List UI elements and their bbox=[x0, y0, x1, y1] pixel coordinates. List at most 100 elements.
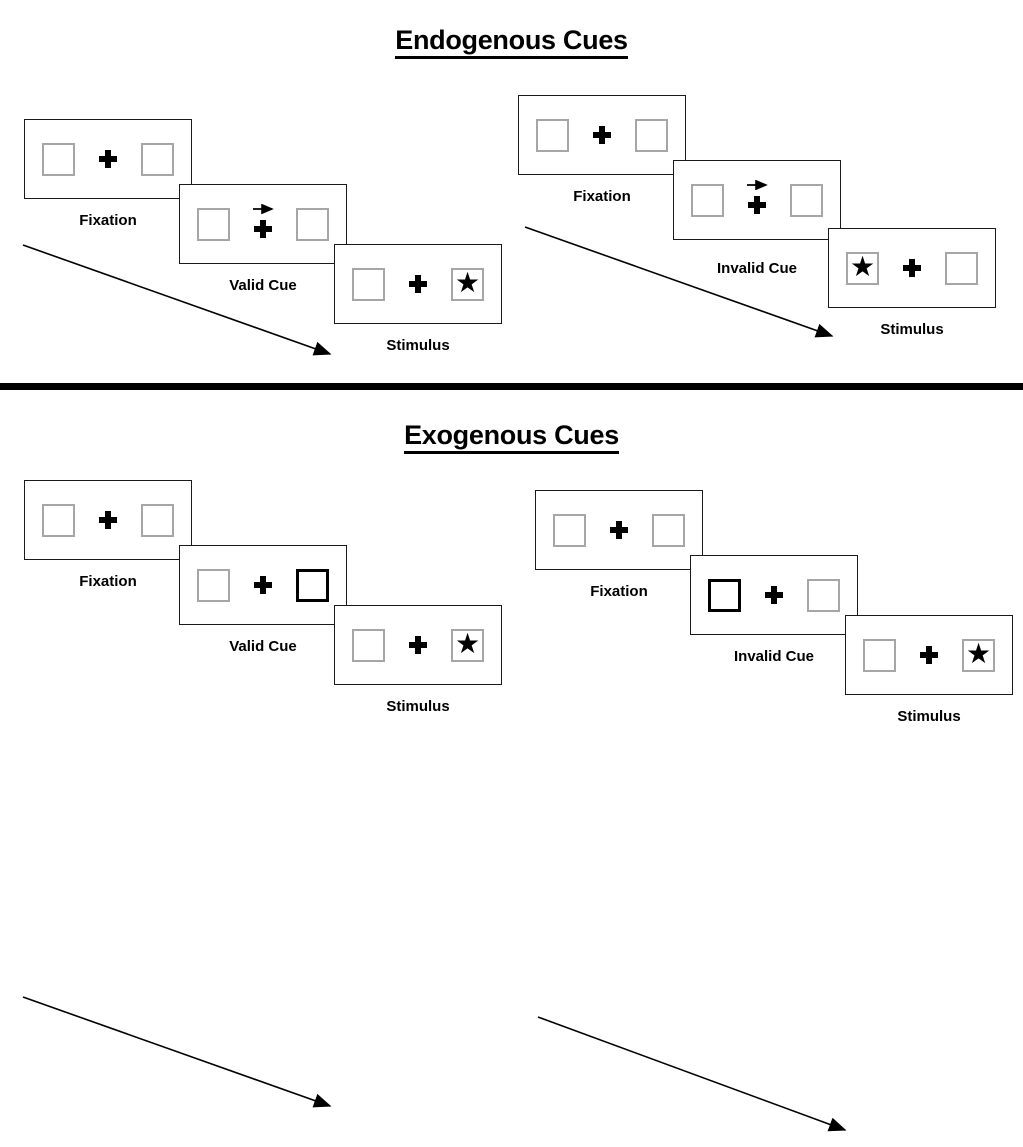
panel-content bbox=[536, 491, 702, 569]
stimulus-box-left bbox=[42, 142, 75, 176]
stimulus-box-left bbox=[691, 183, 724, 217]
stimulus-box-right-cued bbox=[296, 568, 329, 602]
section-endogenous: Endogenous Cues bbox=[0, 0, 1023, 388]
section-title-endogenous: Endogenous Cues bbox=[0, 25, 1023, 59]
stimulus-box-right: ★ bbox=[962, 638, 995, 672]
panel-label-stimulus: Stimulus bbox=[880, 321, 944, 338]
panel-valid-cue[interactable] bbox=[179, 545, 347, 625]
fixation-cross-icon bbox=[409, 275, 427, 293]
star-icon-right: ★ bbox=[454, 267, 481, 298]
stimulus-box-right bbox=[945, 251, 978, 285]
stimulus-box-right bbox=[296, 207, 329, 241]
panel-label-invalid-cue: Invalid Cue bbox=[733, 648, 815, 665]
stimulus-box-left bbox=[42, 503, 75, 537]
panel-stimulus[interactable]: ★ bbox=[334, 605, 502, 685]
center-mark bbox=[95, 139, 121, 179]
section-divider bbox=[0, 383, 1023, 390]
sequence-progression-arrow bbox=[537, 1016, 847, 1132]
panel-content: ★ bbox=[829, 229, 995, 307]
star-icon-left: ★ bbox=[849, 251, 876, 282]
panel-label-fixation: Fixation bbox=[573, 188, 631, 205]
panel-fixation[interactable] bbox=[535, 490, 703, 570]
panel-content bbox=[180, 546, 346, 624]
stimulus-box-left bbox=[863, 638, 896, 672]
panel-stimulus[interactable]: ★ bbox=[334, 244, 502, 324]
center-mark bbox=[589, 115, 615, 155]
fixation-cross-icon bbox=[254, 576, 272, 594]
panel-stimulus[interactable]: ★ bbox=[845, 615, 1013, 695]
stimulus-box-right bbox=[141, 142, 174, 176]
fixation-cross-icon bbox=[748, 195, 766, 214]
panel-label-valid-cue: Valid Cue bbox=[229, 638, 297, 655]
panel-content: ★ bbox=[335, 606, 501, 684]
fixation-cross-icon bbox=[593, 126, 611, 144]
center-mark bbox=[405, 264, 431, 304]
fixation-cross-icon bbox=[610, 521, 628, 539]
section-title-exogenous-text: Exogenous Cues bbox=[404, 420, 619, 454]
stimulus-box-left bbox=[197, 207, 230, 241]
panel-label-stimulus: Stimulus bbox=[386, 337, 450, 354]
panel-content bbox=[674, 161, 840, 239]
stimulus-box-left bbox=[352, 267, 385, 301]
stimulus-box-left bbox=[536, 118, 569, 152]
center-mark bbox=[250, 204, 276, 244]
panel-stimulus[interactable]: ★ bbox=[828, 228, 996, 308]
stimulus-box-left bbox=[352, 628, 385, 662]
panel-content bbox=[25, 120, 191, 198]
fixation-cross-icon bbox=[765, 586, 783, 604]
panel-fixation[interactable] bbox=[24, 119, 192, 199]
panel-label-valid-cue: Valid Cue bbox=[229, 277, 297, 294]
panel-invalid-cue[interactable] bbox=[673, 160, 841, 240]
panel-label-fixation: Fixation bbox=[79, 573, 137, 590]
arrow-cue-right-icon bbox=[253, 204, 274, 214]
fixation-cross-icon bbox=[920, 646, 938, 664]
panel-label-invalid-cue: Invalid Cue bbox=[716, 260, 798, 277]
section-title-endogenous-text: Endogenous Cues bbox=[395, 25, 628, 59]
center-mark bbox=[95, 500, 121, 540]
fixation-cross-icon bbox=[254, 219, 272, 238]
stimulus-box-right: ★ bbox=[451, 267, 484, 301]
panel-label-stimulus: Stimulus bbox=[386, 698, 450, 715]
stimulus-box-right: ★ bbox=[451, 628, 484, 662]
center-mark bbox=[899, 248, 925, 288]
panel-content: ★ bbox=[335, 245, 501, 323]
center-mark bbox=[405, 625, 431, 665]
sequence-progression-arrow bbox=[22, 996, 332, 1108]
stimulus-box-right bbox=[141, 503, 174, 537]
stimulus-box-right bbox=[807, 578, 840, 612]
star-icon-right: ★ bbox=[454, 628, 481, 659]
panel-invalid-cue[interactable] bbox=[690, 555, 858, 635]
panel-fixation[interactable] bbox=[24, 480, 192, 560]
stimulus-box-left: ★ bbox=[846, 251, 879, 285]
sequence-progression-arrow bbox=[524, 226, 834, 338]
center-mark bbox=[744, 180, 770, 220]
panel-valid-cue[interactable] bbox=[179, 184, 347, 264]
star-icon-right: ★ bbox=[965, 638, 992, 669]
stimulus-box-right bbox=[790, 183, 823, 217]
center-mark bbox=[606, 510, 632, 550]
panel-content: ★ bbox=[846, 616, 1012, 694]
panel-fixation[interactable] bbox=[518, 95, 686, 175]
panel-content bbox=[180, 185, 346, 263]
section-title-exogenous: Exogenous Cues bbox=[0, 420, 1023, 454]
stimulus-box-right bbox=[652, 513, 685, 547]
fixation-cross-icon bbox=[409, 636, 427, 654]
stimulus-box-left-cued bbox=[708, 578, 741, 612]
panel-label-stimulus: Stimulus bbox=[897, 708, 961, 725]
center-mark bbox=[916, 635, 942, 675]
fixation-cross-icon bbox=[99, 150, 117, 168]
panel-label-fixation: Fixation bbox=[79, 212, 137, 229]
sequence-progression-arrow bbox=[22, 244, 332, 356]
panel-label-fixation: Fixation bbox=[590, 583, 648, 600]
arrow-cue-right-icon bbox=[747, 180, 768, 190]
panel-content bbox=[519, 96, 685, 174]
center-mark bbox=[761, 575, 787, 615]
panel-content bbox=[691, 556, 857, 634]
panel-content bbox=[25, 481, 191, 559]
fixation-cross-icon bbox=[99, 511, 117, 529]
center-mark bbox=[250, 565, 276, 605]
stimulus-box-left bbox=[197, 568, 230, 602]
stimulus-box-left bbox=[553, 513, 586, 547]
fixation-cross-icon bbox=[903, 259, 921, 277]
